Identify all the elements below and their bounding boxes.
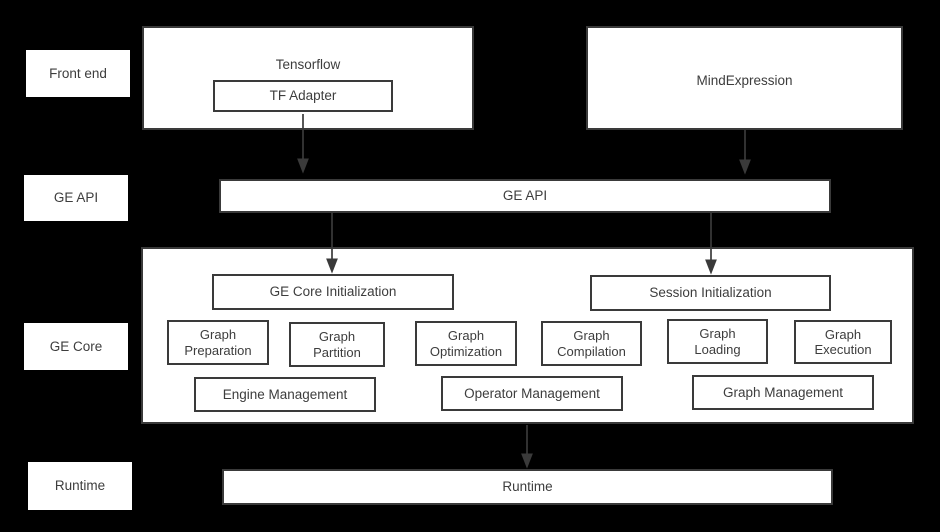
layer-label-ge-api-text: GE API bbox=[53, 190, 99, 206]
graph-optimization-box[interactable]: Graph Optimization bbox=[415, 321, 517, 366]
layer-label-ge-api: GE API bbox=[24, 175, 128, 221]
graph-compilation-label: Graph Compilation bbox=[557, 328, 626, 359]
graph-compilation-box[interactable]: Graph Compilation bbox=[541, 321, 642, 366]
layer-label-runtime-text: Runtime bbox=[54, 478, 106, 494]
layer-label-runtime: Runtime bbox=[28, 462, 132, 510]
tensorflow-title: Tensorflow bbox=[275, 57, 341, 72]
graph-execution-label: Graph Execution bbox=[814, 326, 872, 357]
graph-loading-box[interactable]: Graph Loading bbox=[667, 319, 768, 364]
tf-adapter-label: TF Adapter bbox=[269, 88, 337, 104]
operator-management-box[interactable]: Operator Management bbox=[441, 376, 623, 411]
ge-core-container: GE Core Initialization Session Initializ… bbox=[141, 247, 914, 424]
layer-label-ge-core-text: GE Core bbox=[49, 338, 103, 354]
session-initialization-box[interactable]: Session Initialization bbox=[590, 275, 831, 311]
mindexpression-title: MindExpression bbox=[696, 73, 793, 88]
layer-label-front-end-text: Front end bbox=[49, 65, 107, 81]
graph-execution-box[interactable]: Graph Execution bbox=[794, 320, 892, 364]
graph-partition-box[interactable]: Graph Partition bbox=[289, 322, 385, 367]
ge-api-bar-label: GE API bbox=[502, 188, 548, 204]
ge-core-initialization-label: GE Core Initialization bbox=[269, 284, 397, 300]
engine-management-label: Engine Management bbox=[222, 386, 348, 402]
runtime-bar-label: Runtime bbox=[502, 479, 553, 495]
runtime-bar[interactable]: Runtime bbox=[222, 469, 833, 505]
ge-core-initialization-box[interactable]: GE Core Initialization bbox=[212, 274, 454, 310]
graph-management-label: Graph Management bbox=[722, 384, 844, 400]
operator-management-label: Operator Management bbox=[464, 385, 600, 401]
graph-loading-label: Graph Loading bbox=[694, 326, 741, 357]
layer-label-front-end: Front end bbox=[26, 50, 130, 97]
ge-api-bar[interactable]: GE API bbox=[219, 179, 831, 213]
tensorflow-container: Tensorflow TF Adapter bbox=[142, 26, 474, 130]
layer-label-ge-core: GE Core bbox=[24, 323, 128, 370]
session-initialization-label: Session Initialization bbox=[649, 285, 772, 301]
graph-partition-label: Graph Partition bbox=[313, 329, 361, 360]
graph-optimization-label: Graph Optimization bbox=[429, 328, 503, 359]
graph-management-box[interactable]: Graph Management bbox=[692, 375, 874, 410]
mindexpression-container: MindExpression bbox=[586, 26, 903, 130]
graph-preparation-label: Graph Preparation bbox=[184, 327, 252, 358]
engine-management-box[interactable]: Engine Management bbox=[194, 377, 376, 412]
graph-preparation-box[interactable]: Graph Preparation bbox=[167, 320, 269, 365]
tf-adapter-box[interactable]: TF Adapter bbox=[213, 80, 393, 112]
